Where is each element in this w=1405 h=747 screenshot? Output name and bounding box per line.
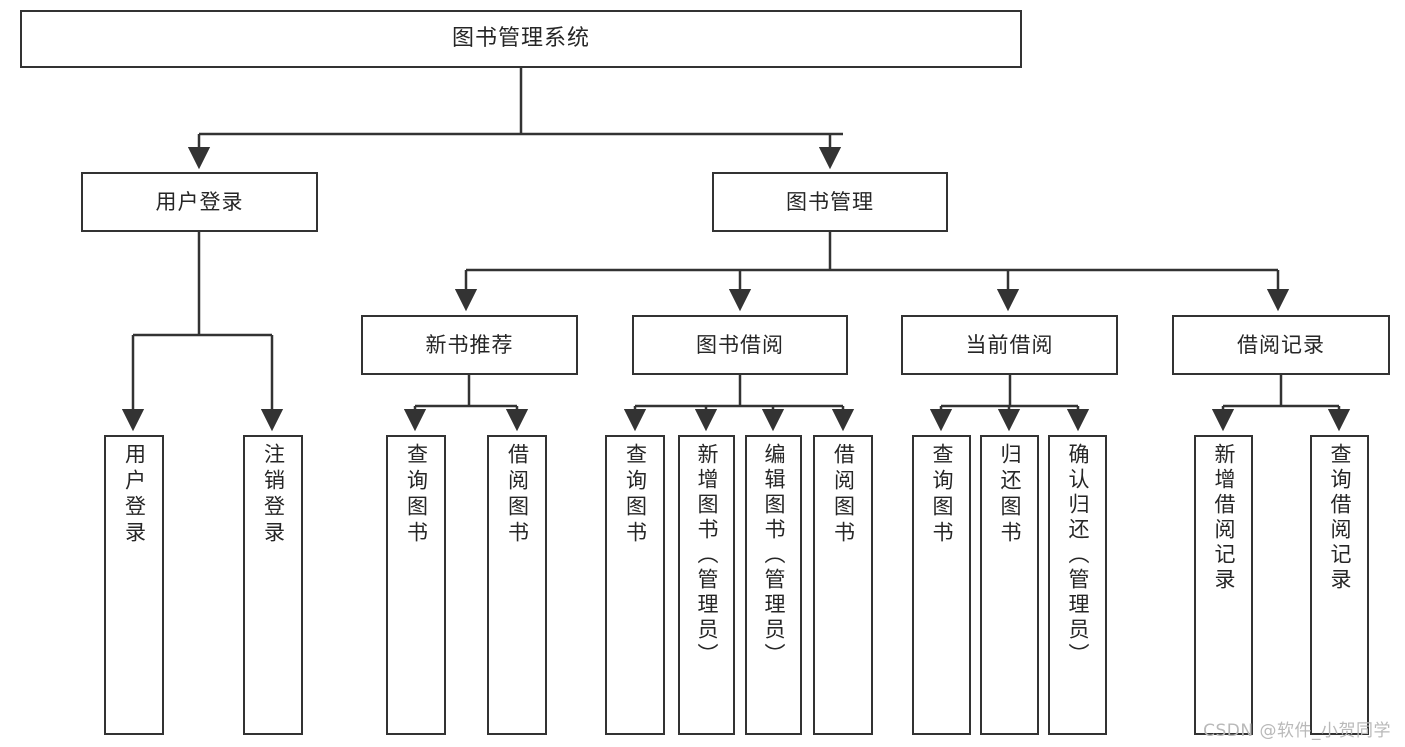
node-label: 查询图书 [930,443,954,547]
node-label: 注销登录 [261,443,286,547]
leaf-new-book-borrow-book[interactable]: 借阅图书 [487,435,547,735]
node-label: 借阅记录 [1237,332,1325,357]
leaf-user-login-login[interactable]: 用户登录 [104,435,164,735]
node-label: 新增图书（管理员） [695,443,719,668]
leaf-user-login-logout[interactable]: 注销登录 [243,435,303,735]
node-label: 编辑图书（管理员） [762,443,786,668]
leaf-new-book-query-book[interactable]: 查询图书 [386,435,446,735]
node-book-management[interactable]: 图书管理 [712,172,948,232]
leaf-book-borrow-add-book-admin[interactable]: 新增图书（管理员） [678,435,735,735]
node-label: 借阅图书 [505,443,530,547]
node-label: 当前借阅 [965,332,1054,357]
node-new-book-recommend[interactable]: 新书推荐 [361,315,578,375]
node-borrow-record[interactable]: 借阅记录 [1172,315,1390,375]
leaf-current-borrow-confirm-return-admin[interactable]: 确认归还（管理员） [1048,435,1107,735]
node-label: 新增借阅记录 [1212,443,1236,593]
node-label: 借阅图书 [831,443,856,547]
node-label: 图书管理 [786,189,874,214]
leaf-current-borrow-return-book[interactable]: 归还图书 [980,435,1039,735]
watermark-text: CSDN @软件_小贺同学 [1203,721,1391,741]
node-book-borrow[interactable]: 图书借阅 [632,315,848,375]
node-label: 图书管理系统 [451,26,590,52]
node-label: 查询图书 [623,443,648,547]
node-label: 新书推荐 [425,332,514,357]
node-label: 归还图书 [998,443,1022,547]
node-label: 用户登录 [122,443,147,547]
leaf-borrow-record-add-record[interactable]: 新增借阅记录 [1194,435,1253,735]
leaf-book-borrow-edit-book-admin[interactable]: 编辑图书（管理员） [745,435,802,735]
node-root-book-management-system[interactable]: 图书管理系统 [20,10,1022,68]
node-current-borrow[interactable]: 当前借阅 [901,315,1118,375]
node-label: 查询借阅记录 [1328,443,1352,593]
leaf-current-borrow-query-book[interactable]: 查询图书 [912,435,971,735]
leaf-borrow-record-query-record[interactable]: 查询借阅记录 [1310,435,1369,735]
leaf-book-borrow-query-book[interactable]: 查询图书 [605,435,665,735]
node-label: 图书借阅 [696,332,784,357]
node-label: 用户登录 [155,189,244,214]
leaf-book-borrow-borrow-book[interactable]: 借阅图书 [813,435,873,735]
node-label: 确认归还（管理员） [1066,443,1090,668]
node-user-login[interactable]: 用户登录 [81,172,318,232]
node-label: 查询图书 [404,443,429,547]
